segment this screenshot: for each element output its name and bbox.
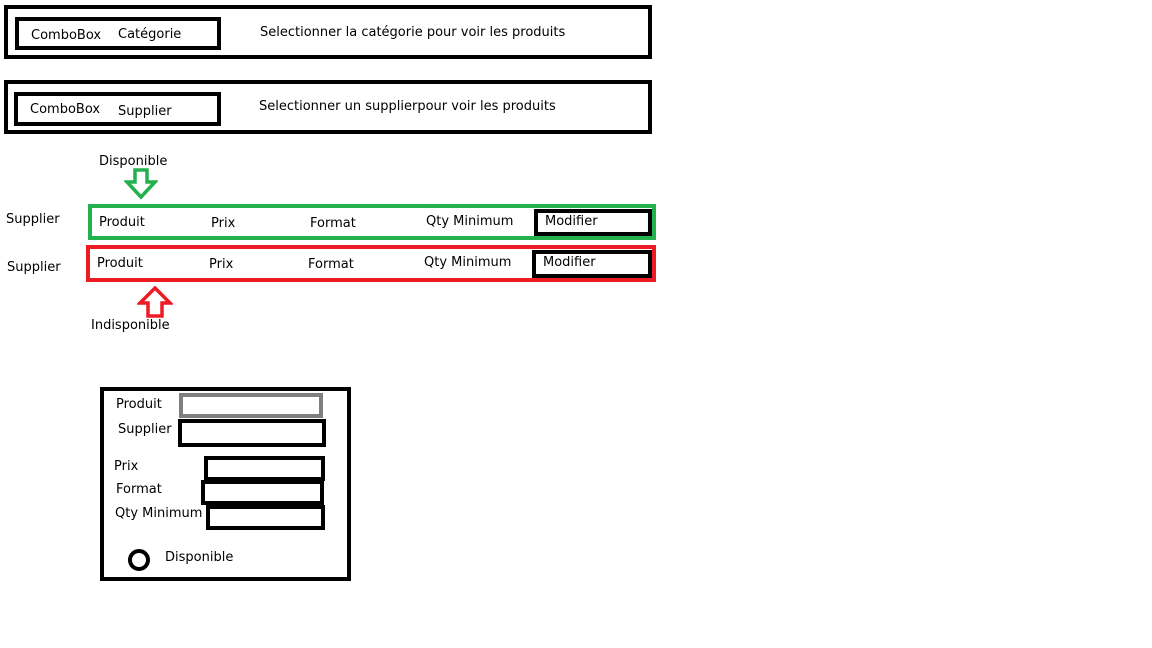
category-combobox-label: ComboBox (31, 28, 102, 43)
row-format: Format (310, 216, 356, 231)
product-row-available (88, 204, 656, 240)
supplier-combobox[interactable] (14, 92, 221, 126)
form-qty-minimum-label: Qty Minimum (115, 506, 203, 521)
form-prix-label: Prix (114, 459, 139, 474)
row-format: Format (308, 257, 354, 272)
legend-available-label: Disponible (99, 154, 168, 169)
form-format-label: Format (116, 482, 162, 497)
supplier-hint-part1: Selectionner un supplier (259, 99, 418, 114)
category-combobox[interactable] (15, 17, 221, 50)
supplier-input[interactable] (178, 419, 326, 447)
supplier-combobox-value: Supplier (118, 104, 172, 119)
row-prix: Prix (209, 257, 234, 272)
form-supplier-label: Supplier (118, 422, 172, 437)
produit-input[interactable] (179, 393, 323, 418)
qty-minimum-input[interactable] (206, 505, 325, 530)
legend-unavailable-label: Indisponible (91, 318, 170, 333)
row-qty-minimum: Qty Minimum (424, 255, 512, 270)
prix-input[interactable] (204, 456, 325, 481)
category-bar (4, 5, 652, 59)
row-supplier-label: Supplier (6, 212, 60, 227)
row-produit: Produit (99, 215, 145, 230)
modify-button-label: Modifier (545, 214, 598, 229)
category-hint: Selectionner la catégorie pour voir les … (260, 25, 566, 40)
row-produit: Produit (97, 256, 143, 271)
supplier-hint-part2: pour voir les produits (417, 99, 556, 114)
supplier-hint: Selectionner un supplierpour voir les pr… (259, 100, 556, 113)
supplier-combobox-label: ComboBox (30, 102, 101, 117)
category-combobox-value: Catégorie (118, 27, 182, 42)
row-supplier-label: Supplier (7, 260, 61, 275)
format-input[interactable] (201, 480, 324, 505)
modify-button-label: Modifier (543, 255, 596, 270)
arrow-up-icon (137, 286, 173, 318)
supplier-bar (4, 80, 652, 134)
arrow-down-icon (124, 168, 158, 200)
row-prix: Prix (211, 216, 236, 231)
disponible-radio[interactable] (128, 549, 150, 571)
form-disponible-label: Disponible (165, 550, 234, 565)
row-qty-minimum: Qty Minimum (426, 214, 514, 229)
modify-button[interactable] (532, 250, 652, 278)
product-row-unavailable (86, 245, 656, 282)
form-produit-label: Produit (116, 397, 162, 412)
edit-form (100, 387, 351, 581)
modify-button[interactable] (534, 209, 652, 236)
